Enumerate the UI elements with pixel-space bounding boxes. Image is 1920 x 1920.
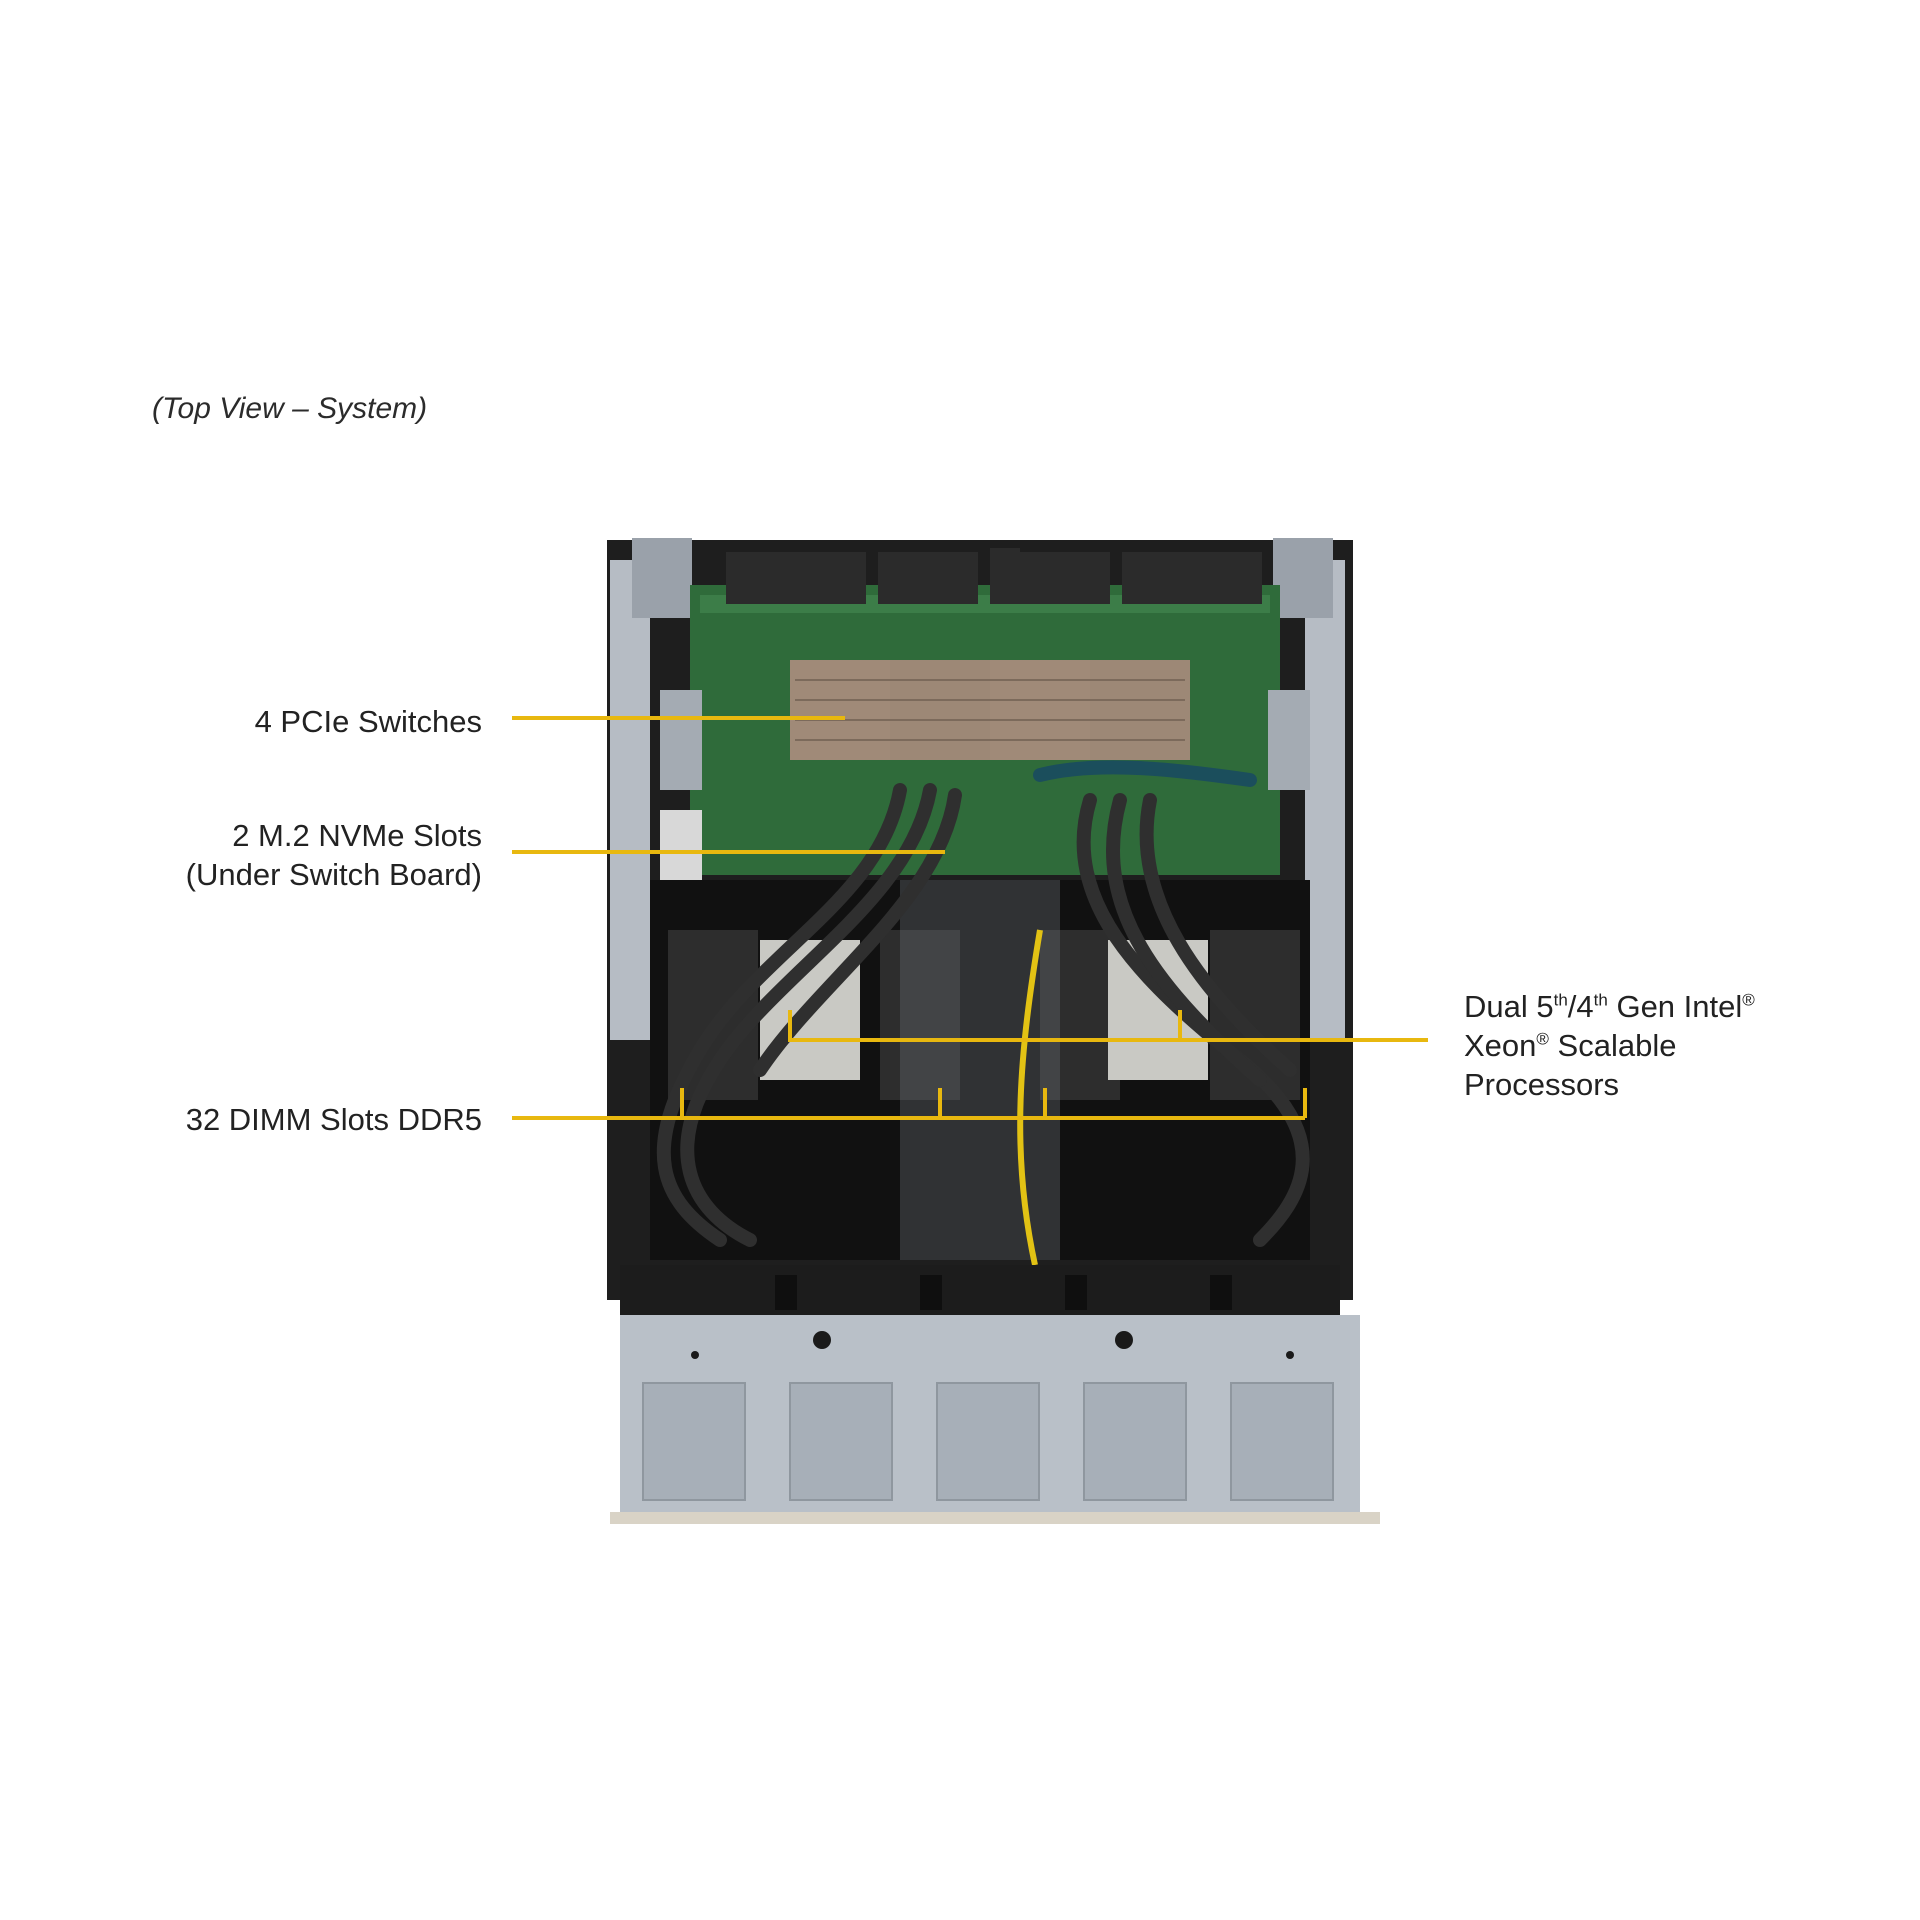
front-panel (610, 1315, 1380, 1524)
cable-bundles (656, 760, 1310, 1247)
cpu-sup-2: th (1593, 990, 1608, 1010)
figure-caption: (Top View – System) (152, 392, 428, 425)
callout-processors-line1: Dual 5th/4th Gen Intel® (1464, 987, 1755, 1026)
yellow-cable (1017, 929, 1043, 1266)
callout-m2-line1: 2 M.2 NVMe Slots (232, 818, 482, 853)
cpu-zone (650, 880, 1310, 1260)
cpu-text-mid: /4 (1567, 989, 1594, 1024)
fan-row (620, 1265, 1340, 1315)
callout-processors: Dual 5th/4th Gen Intel® Xeon® Scalable P… (1464, 987, 1755, 1104)
leader-lines (512, 716, 1428, 1120)
callout-dimm-slots: 32 DIMM Slots DDR5 (186, 1100, 482, 1139)
callout-m2-line2: (Under Switch Board) (185, 857, 482, 892)
top-connectors (726, 548, 1262, 604)
cpu-text-xeon: Xeon (1464, 1028, 1537, 1063)
cpu-reg-1: ® (1742, 990, 1755, 1010)
callout-pcie-switches-text: 4 PCIe Switches (254, 704, 482, 739)
cpu-text-scalable: Scalable (1548, 1028, 1677, 1063)
cpu-sup-1: th (1553, 990, 1568, 1010)
pcie-switch-heatsinks (790, 660, 1190, 760)
cpu-text-suffix: Gen Intel (1607, 989, 1743, 1024)
callout-m2-nvme: 2 M.2 NVMe Slots (Under Switch Board) (186, 816, 482, 894)
callout-pcie-switches: 4 PCIe Switches (255, 702, 482, 741)
callout-processors-line3: Processors (1464, 1067, 1620, 1102)
callout-dimm-text: 32 DIMM Slots DDR5 (185, 1102, 482, 1137)
cpu-reg-2: ® (1536, 1029, 1549, 1049)
callout-processors-line2: Xeon® Scalable (1464, 1026, 1755, 1065)
cpu-text-prefix: Dual 5 (1464, 989, 1554, 1024)
